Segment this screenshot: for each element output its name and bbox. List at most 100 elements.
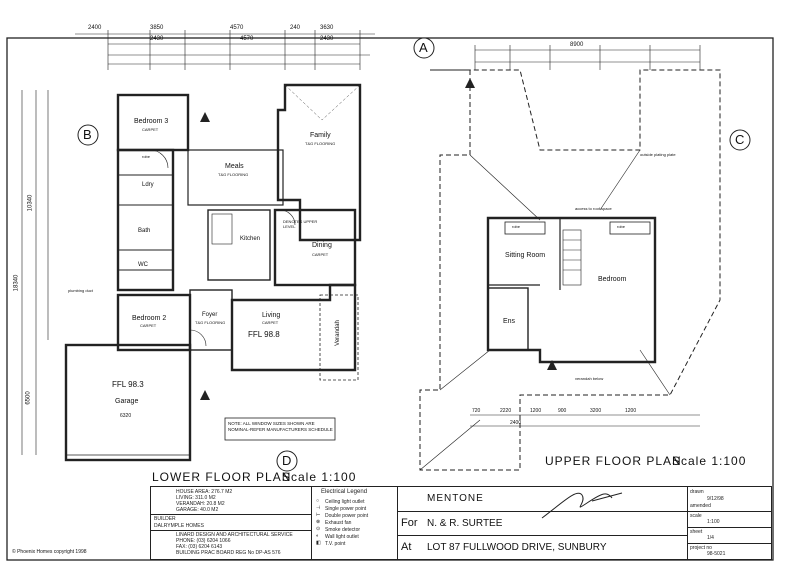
tv-point-icon: ◧	[316, 540, 321, 546]
smoke-detector-icon: ⊙	[316, 526, 321, 532]
room-foyer-floor: T&G FLOORING	[195, 320, 226, 325]
client-name: N. & R. SURTEE	[427, 518, 503, 529]
marker-c: C	[735, 132, 745, 147]
sheet-value: 1/4	[707, 535, 714, 541]
at-label: At	[401, 541, 412, 553]
builder-name: DALRYMPLE HOMES	[154, 523, 204, 529]
builder-label: BUILDER	[154, 516, 176, 522]
room-denotes: DENOTES UPPER LEVEL	[283, 219, 318, 229]
ceiling-light-icon: ○	[316, 498, 320, 504]
dim-lower-top-3: 4570	[230, 25, 244, 31]
plumbing-duct-note: plumbing duct	[68, 288, 93, 293]
marker-b-circle	[77, 124, 99, 146]
room-meals: Meals	[225, 163, 244, 170]
area-column: HOUSE AREA: 276.7 M2 LIVING: 311.0 M2 VE…	[151, 487, 312, 559]
legend-item-4: Exhaust fan	[325, 520, 352, 526]
dim-upper-top: 8900	[570, 42, 584, 48]
roof-access: access to roof space	[575, 206, 612, 211]
dim-upper-bottom-2: 2220	[500, 408, 512, 414]
dim-lower-top-2: 3850	[150, 25, 164, 31]
sheet-border	[6, 37, 774, 561]
room-living: Living	[262, 312, 281, 319]
double-power-icon: ⊢	[316, 512, 321, 518]
sheet-label: sheet	[690, 529, 703, 535]
living-area: LIVING: 311.0 M2	[176, 495, 216, 501]
room-ldry: Ldry	[142, 182, 154, 188]
room-bedroom2: Bedroom 2	[132, 315, 167, 322]
lower-plan-scale: Scale 1:100	[282, 470, 357, 484]
room-foyer: Foyer	[202, 312, 218, 318]
dim-upper-bottom-6: 1200	[625, 408, 637, 414]
designer: LINARD DESIGN AND ARCHITECTURAL SERVICE	[176, 532, 293, 538]
dim-left-2: 10340	[27, 194, 34, 212]
room-living-floor: CARPET	[262, 320, 279, 325]
room-dining-floor: CARPET	[312, 252, 329, 257]
dim-left-3: 6500	[25, 391, 32, 405]
room-bedroom3-floor: CARPET	[142, 127, 159, 132]
house-area: HOUSE AREA: 276.7 M2	[176, 489, 233, 495]
upper-plan-title: UPPER FLOOR PLAN	[545, 454, 682, 468]
phone: PHONE: (03) 6204 1066	[176, 538, 231, 544]
amended-label: amended	[690, 503, 711, 509]
room-family-floor: T&G FLOORING	[305, 141, 336, 146]
dim-upper-bottom-5: 3200	[590, 408, 602, 414]
title-block: HOUSE AREA: 276.7 M2 LIVING: 311.0 M2 VE…	[150, 486, 772, 560]
marker-d-circle	[276, 450, 298, 472]
legend-title: Electrical Legend	[321, 489, 368, 495]
upper-plan-scale: Scale 1:100	[672, 454, 747, 468]
legend-item-5: Smoke detector	[325, 527, 361, 533]
wall-light-icon: ◐	[316, 533, 320, 539]
room-verandah: Verandah	[334, 320, 341, 346]
for-label: For	[401, 517, 418, 529]
marker-c-circle	[729, 129, 751, 151]
scale-value: 1:100	[707, 519, 720, 525]
room-ens: Ens	[503, 318, 516, 325]
marker-b: B	[83, 127, 93, 142]
upper-floor-plan	[419, 45, 721, 471]
dim-lower-top-1: 2400	[88, 25, 102, 31]
lower-plan-title: LOWER FLOOR PLAN	[152, 470, 292, 484]
dim-lower-top-7: 4570	[240, 36, 254, 42]
room-meals-floor: T&G FLOORING	[218, 172, 249, 177]
window-note: NOTE: ALL WINDOW SIZES SHOWN ARE NOMINAL…	[228, 421, 333, 432]
room-family: Family	[310, 132, 331, 139]
room-bath: Bath	[138, 228, 151, 234]
drawing-info: drawn 9/12/98 amended scale 1:100 sheet …	[687, 487, 771, 559]
dim-lower-top-4: 240	[290, 25, 301, 31]
legend-item-7: T.V. point	[325, 541, 346, 547]
electrical-legend: Electrical Legend Ceiling light outlet S…	[311, 487, 398, 559]
marker-a: A	[419, 40, 429, 55]
project-no-label: project no	[690, 545, 712, 551]
room-bedroom2-floor: CARPET	[140, 323, 157, 328]
copyright: © Phoenix Homes copyright 1998	[12, 549, 87, 555]
marker-d: D	[282, 453, 292, 468]
legend-item-1: Ceiling light outlet	[325, 499, 365, 505]
room-dining: Dining	[312, 242, 332, 249]
legend-item-2: Single power point	[325, 506, 367, 512]
project-name: MENTONE	[427, 493, 484, 504]
room-sitting: Sitting Room	[505, 252, 546, 259]
project-no: 98-5021	[707, 551, 726, 557]
drawn-label: drawn	[690, 489, 704, 495]
dim-left-1: 18340	[13, 274, 20, 292]
dim-lower-top-6: 2430	[150, 36, 164, 42]
garage-dim: 6320	[120, 413, 132, 419]
room-wc: WC	[138, 262, 148, 268]
drawn-date: 9/12/98	[707, 496, 724, 502]
legend-item-3: Double power point	[325, 513, 369, 519]
dim-upper-bottom-4: 900	[558, 408, 567, 414]
verandah-area: VERANDAH: 20.8 M2	[176, 501, 225, 507]
board-reg: BUILDING PRAC BOARD REG No DP-AS 576	[176, 550, 281, 556]
room-upper-bedroom: Bedroom	[598, 276, 627, 283]
signature	[541, 492, 623, 519]
site-address: LOT 87 FULLWOOD DRIVE, SUNBURY	[427, 542, 607, 553]
legend-item-6: Wall light outlet	[325, 534, 359, 540]
garage-area: GARAGE: 40.0 M2	[176, 507, 219, 513]
ffl-living: FFL 98.8	[248, 330, 280, 339]
project-info: MENTONE For N. & R. SURTEE At LOT 87 FUL…	[397, 487, 688, 559]
lower-floor-plan	[21, 30, 375, 462]
room-robe-lower: robe	[142, 154, 151, 159]
room-kitchen: Kitchen	[240, 236, 261, 242]
